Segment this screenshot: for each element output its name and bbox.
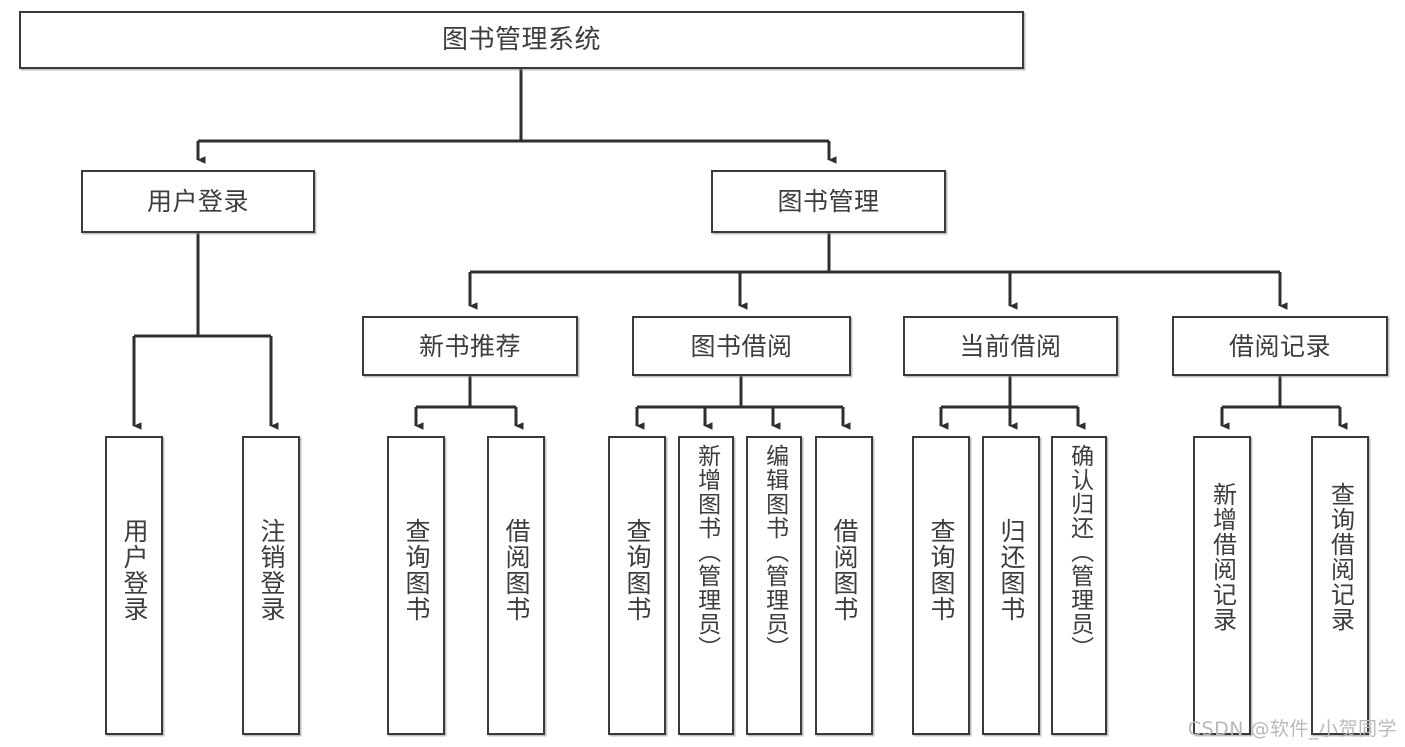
node-user-login[interactable]: 用户登录 [81, 170, 315, 233]
node-leaf-query-book-a-label: 查询图书 [402, 518, 431, 622]
node-leaf-add-book[interactable]: 新增图书（管理员） [678, 436, 734, 735]
node-borrow-record-label: 借阅记录 [1228, 331, 1331, 361]
node-current-borrow-label: 当前借阅 [959, 331, 1062, 361]
node-leaf-borrow-book-a[interactable]: 借阅图书 [487, 436, 545, 735]
node-leaf-user-login[interactable]: 用户登录 [105, 436, 163, 735]
node-current-borrow[interactable]: 当前借阅 [903, 316, 1118, 376]
node-leaf-borrow-book-a-label: 借阅图书 [502, 518, 531, 622]
node-leaf-query-book-a[interactable]: 查询图书 [387, 436, 445, 735]
node-root[interactable]: 图书管理系统 [19, 11, 1024, 69]
node-leaf-logout-login-label: 注销登录 [257, 518, 286, 622]
node-new-book-recommend[interactable]: 新书推荐 [362, 316, 578, 376]
node-leaf-borrow-book-b-label: 借阅图书 [830, 518, 859, 622]
node-leaf-return-book-label: 归还图书 [997, 518, 1026, 622]
node-leaf-query-book-c-label: 查询图书 [927, 518, 956, 622]
node-user-login-label: 用户登录 [146, 187, 249, 216]
node-leaf-confirm-return[interactable]: 确认归还（管理员） [1051, 436, 1107, 735]
node-leaf-confirm-return-label: 确认归还（管理员） [1066, 444, 1093, 660]
node-new-book-recommend-label: 新书推荐 [418, 331, 521, 361]
node-leaf-query-book-b[interactable]: 查询图书 [608, 436, 666, 735]
node-book-manage[interactable]: 图书管理 [711, 170, 946, 233]
node-leaf-query-book-b-label: 查询图书 [623, 518, 652, 622]
node-leaf-user-login-label: 用户登录 [120, 518, 149, 622]
node-leaf-logout-login[interactable]: 注销登录 [242, 436, 300, 735]
node-leaf-query-record[interactable]: 查询借阅记录 [1311, 436, 1369, 735]
node-leaf-add-record-label: 新增借阅记录 [1208, 482, 1237, 632]
node-borrow-record[interactable]: 借阅记录 [1172, 316, 1388, 376]
node-leaf-add-record[interactable]: 新增借阅记录 [1193, 436, 1251, 735]
node-root-label: 图书管理系统 [441, 25, 601, 55]
node-leaf-query-record-label: 查询借阅记录 [1326, 482, 1355, 632]
node-book-borrow-label: 图书借阅 [690, 331, 793, 361]
node-leaf-add-book-label: 新增图书（管理员） [693, 444, 720, 660]
node-book-manage-label: 图书管理 [777, 187, 880, 216]
node-leaf-borrow-book-b[interactable]: 借阅图书 [815, 436, 873, 735]
node-leaf-edit-book-label: 编辑图书（管理员） [761, 444, 788, 660]
node-book-borrow[interactable]: 图书借阅 [632, 316, 851, 376]
watermark-text: CSDN @软件_小贺同学 [1187, 718, 1397, 740]
node-leaf-return-book[interactable]: 归还图书 [982, 436, 1040, 735]
node-leaf-edit-book[interactable]: 编辑图书（管理员） [746, 436, 802, 735]
node-leaf-query-book-c[interactable]: 查询图书 [912, 436, 970, 735]
